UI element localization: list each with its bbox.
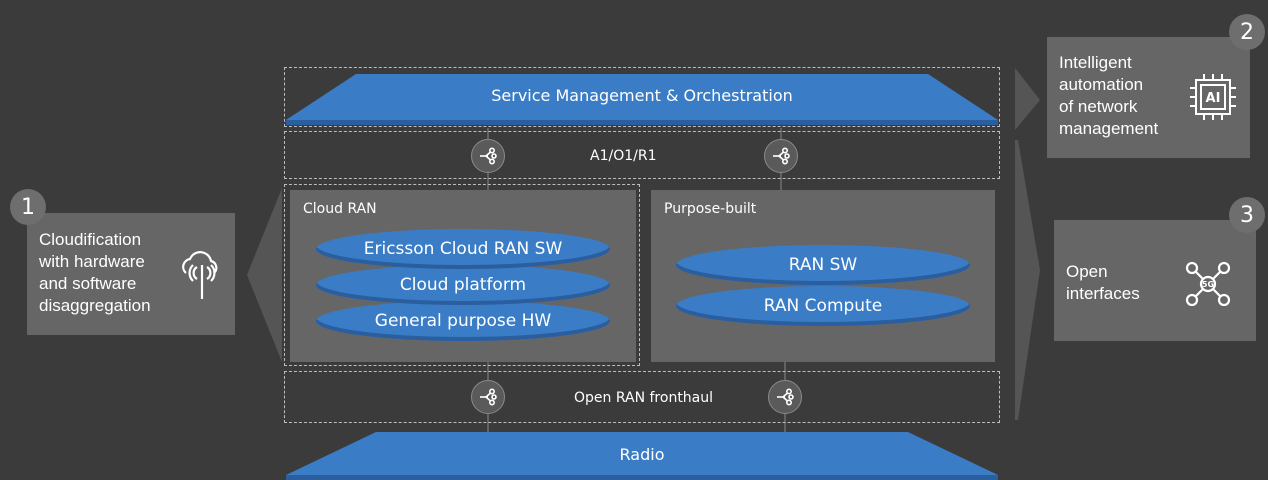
fronthaul-row-frame (284, 371, 1000, 423)
purpose-built-layer: RAN SW (676, 245, 970, 285)
cloud-ran-layer: Cloud platform (316, 265, 610, 305)
radio-trapezoid (286, 432, 998, 480)
5g-network-icon: 5G (1184, 260, 1232, 312)
radio-label: Radio (619, 445, 665, 464)
ai-chip-icon: AI (1188, 72, 1238, 126)
interface-node-icon (768, 380, 802, 414)
interface-node-icon (471, 139, 505, 173)
5g-label: 5G (1202, 280, 1214, 289)
interface-node-icon (471, 380, 505, 414)
purpose-built-layer: RAN Compute (676, 286, 970, 326)
feature-3-badge: 3 (1229, 197, 1265, 233)
interface-node-icon (764, 139, 798, 173)
cloud-ran-layer: Ericsson Cloud RAN SW (316, 229, 610, 269)
fronthaul-row-label: Open RAN fronthaul (574, 390, 714, 406)
ai-chip-label: AI (1206, 91, 1221, 106)
smo-frame (284, 67, 1000, 127)
cloud-antenna-icon (176, 249, 228, 305)
cloud-ran-title: Cloud RAN (303, 201, 377, 217)
smo-label: Service Management & Orchestration (491, 86, 793, 105)
feature-1-text: Cloudification with hardware and softwar… (39, 230, 151, 315)
feature-1-badge: 1 (10, 189, 46, 225)
feature-2-text: Intelligent automation of network manage… (1059, 53, 1159, 138)
cloud-ran-layer: General purpose HW (316, 301, 610, 341)
feature-2-box (1047, 37, 1250, 158)
feature-3-text: Open interfaces (1066, 262, 1140, 303)
purpose-built-title: Purpose-built (664, 201, 757, 217)
a1-row-label: A1/O1/R1 (590, 148, 657, 164)
feature-2-badge: 2 (1229, 14, 1265, 50)
feature-1-box (27, 213, 235, 335)
cloud-ran-frame (284, 184, 640, 366)
feature-3-box (1054, 220, 1256, 341)
smo-trapezoid (286, 74, 998, 125)
a1-row-frame (284, 131, 1000, 179)
